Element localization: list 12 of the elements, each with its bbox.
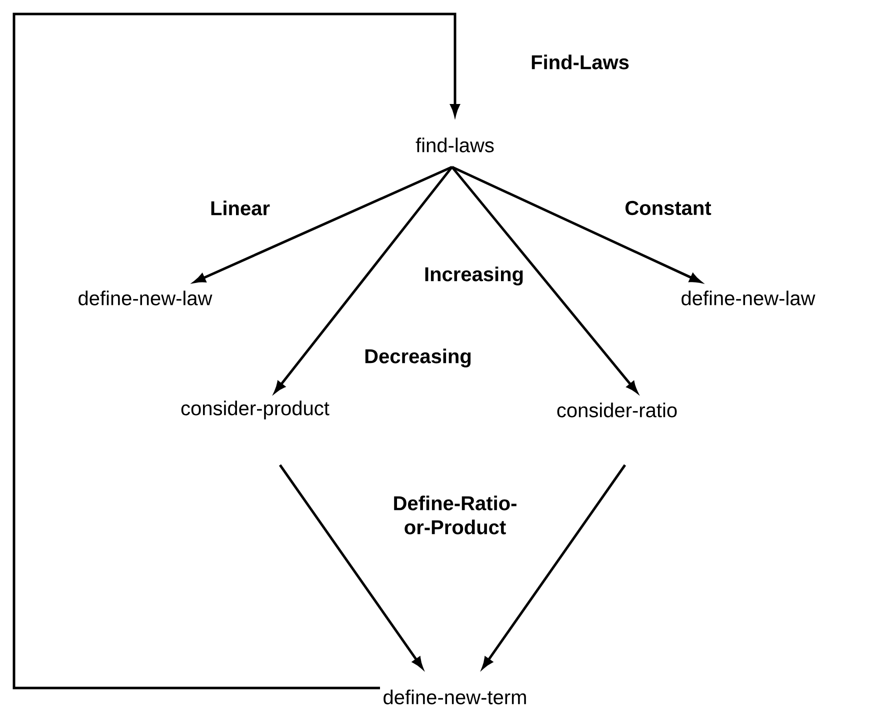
- state-label: define-new-term: [384, 690, 526, 704]
- state-label: consider-product: [181, 400, 330, 420]
- state-label: consider-ratio: [557, 402, 677, 418]
- arrow: [278, 464, 424, 669]
- edge-label: Find-Laws: [532, 54, 629, 70]
- edge-label: Decreasing: [365, 348, 471, 368]
- arrow: [482, 464, 626, 669]
- state-label: define-new-law: [78, 290, 212, 306]
- transition-label: Define-Ratio-or-Product: [394, 496, 516, 534]
- arrow: [12, 12, 460, 690]
- state-label: define-new-law: [682, 290, 816, 306]
- state-label: find-laws: [416, 138, 494, 152]
